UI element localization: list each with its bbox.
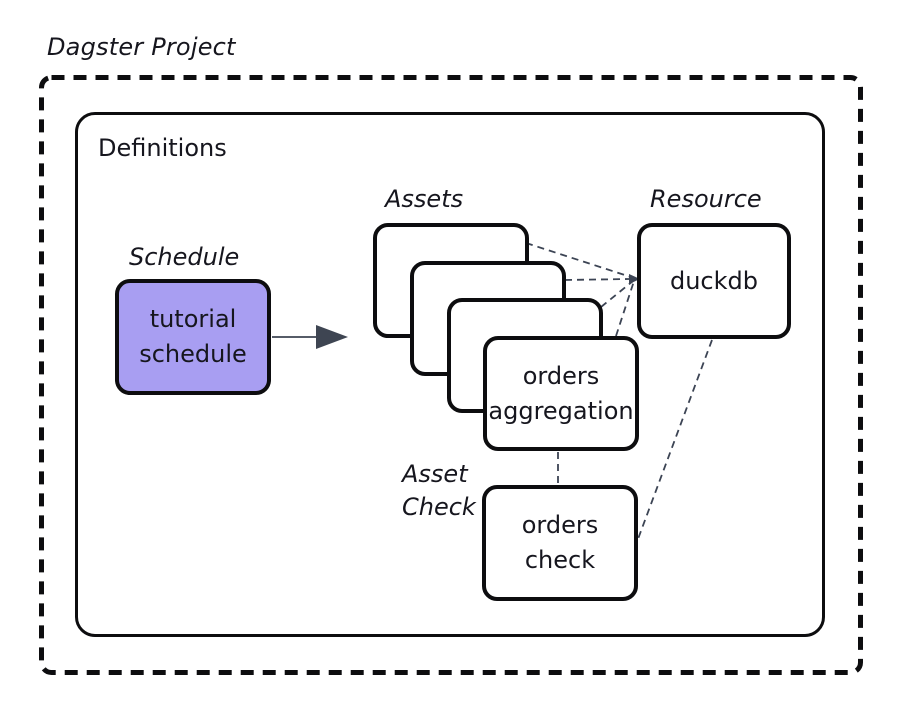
node-orders-check-line2: check [524,546,596,574]
resource-label: Resource [650,185,762,213]
node-orders-aggregation-line1: orders [522,361,600,390]
node-orders-aggregation-line2: aggregation [488,396,634,425]
node-orders-check: orders check [482,485,638,601]
node-tutorial-schedule: tutorial schedule [115,279,271,395]
asset-check-label: Asset Check [402,458,476,524]
node-duckdb: duckdb [637,223,791,339]
asset-check-label-line2: Check [402,493,476,521]
node-tutorial-schedule-line1: tutorial [149,305,237,333]
definitions-label: Definitions [98,134,227,162]
node-orders-check-line1: orders [521,511,599,539]
node-tutorial-schedule-line2: schedule [139,340,247,368]
schedule-label: Schedule [129,243,240,271]
asset-check-label-line1: Asset [402,460,468,488]
node-duckdb-label: duckdb [669,266,758,295]
assets-label: Assets [385,185,464,213]
node-orders-aggregation: orders aggregation [483,336,639,451]
diagram-title: Dagster Project [47,33,236,61]
